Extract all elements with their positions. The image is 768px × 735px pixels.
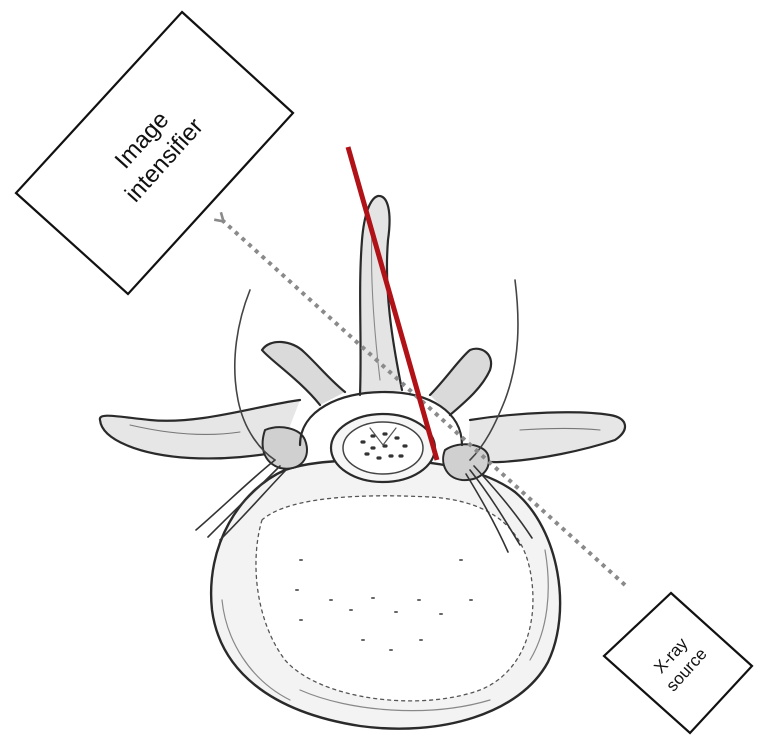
left-pedicle <box>263 427 307 468</box>
spinous-process <box>360 196 402 395</box>
vertebra-illustration <box>100 196 625 729</box>
left-lamina <box>262 342 345 405</box>
right-transverse-process <box>468 412 625 462</box>
vertebral-body-rim <box>256 496 533 701</box>
dural-sac <box>343 422 423 474</box>
xray-source-box: X-ray source <box>604 593 752 733</box>
image-intensifier-box: Image intensifier <box>16 12 293 294</box>
